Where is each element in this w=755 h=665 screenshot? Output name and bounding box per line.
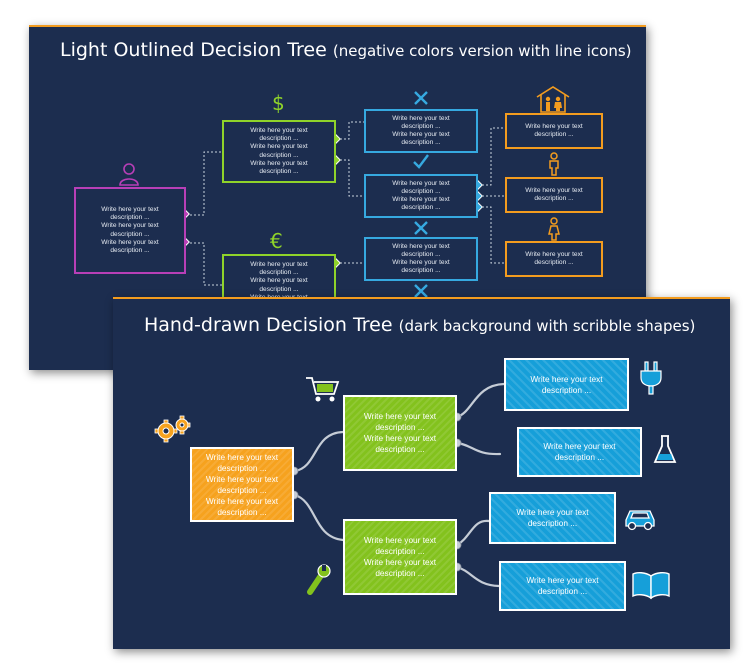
result-3-text: Write here your text description ... Wri… bbox=[392, 242, 450, 275]
result-box-1: Write here your text description ... Wri… bbox=[364, 109, 478, 153]
gears-icon bbox=[154, 415, 191, 443]
plug-icon bbox=[640, 361, 662, 395]
result-1-text: Write here your text description ... Wri… bbox=[392, 114, 450, 147]
title-sub: (dark background with scribble shapes) bbox=[398, 317, 696, 335]
leaf-box-1: Write here your text description ... bbox=[504, 358, 629, 411]
slide-title: Light Outlined Decision Tree (negative c… bbox=[60, 39, 632, 61]
cross-icon bbox=[414, 221, 428, 235]
connector-lines bbox=[289, 382, 506, 588]
result-box-3: Write here your text description ... Wri… bbox=[364, 237, 478, 281]
option-top-text: Write here your text description ... Wri… bbox=[363, 411, 437, 454]
leaf-4-text: Write here your text description ... bbox=[526, 575, 599, 596]
title-main: Hand-drawn Decision Tree bbox=[144, 314, 393, 336]
leaf-box-1: Write here your text description ... bbox=[505, 113, 603, 149]
family-house-icon bbox=[536, 86, 570, 113]
leaf-box-3: Write here your text description ... bbox=[489, 492, 616, 544]
slide-title: Hand-drawn Decision Tree (dark backgroun… bbox=[144, 314, 695, 336]
flask-icon bbox=[653, 435, 677, 463]
root-box: Write here your text description ... Wri… bbox=[74, 187, 186, 274]
leaf-3-text: Write here your text description ... bbox=[516, 507, 589, 528]
leaf-1-text: Write here your text description ... bbox=[525, 122, 583, 138]
option-top-text: Write here your text description ... Wri… bbox=[250, 126, 308, 175]
leaf-box-3: Write here your text description ... bbox=[505, 241, 603, 277]
result-box-2: Write here your text description ... Wri… bbox=[364, 174, 478, 218]
cross-icon bbox=[414, 284, 428, 298]
leaf-box-2: Write here your text description ... bbox=[517, 427, 642, 477]
dollar-icon: $ bbox=[272, 91, 285, 115]
euro-icon: € bbox=[270, 229, 283, 253]
leaf-3-text: Write here your text description ... bbox=[525, 250, 583, 266]
book-icon bbox=[632, 571, 670, 600]
option-box-top: Write here your text description ... Wri… bbox=[222, 120, 336, 183]
leaf-2-text: Write here your text description ... bbox=[543, 441, 616, 462]
man-icon bbox=[549, 152, 559, 176]
woman-icon bbox=[548, 217, 560, 241]
cross-icon bbox=[414, 91, 428, 105]
check-icon bbox=[413, 154, 429, 169]
wrench-icon bbox=[307, 564, 331, 595]
title-main: Light Outlined Decision Tree bbox=[60, 39, 327, 61]
option-box-top: Write here your text description ... Wri… bbox=[343, 395, 457, 471]
title-sub: (negative colors version with line icons… bbox=[332, 42, 632, 60]
slide-accent-line bbox=[29, 25, 646, 27]
root-text: Write here your text description ... Wri… bbox=[205, 451, 279, 517]
root-box: Write here your text description ... Wri… bbox=[190, 447, 294, 522]
slide-hand-drawn-decision-tree: Hand-drawn Decision Tree (dark backgroun… bbox=[113, 297, 730, 649]
option-bottom-text: Write here your text description ... Wri… bbox=[363, 535, 437, 578]
car-icon bbox=[625, 510, 655, 531]
leaf-1-text: Write here your text description ... bbox=[530, 373, 603, 395]
user-icon bbox=[119, 163, 139, 186]
shopping-cart-icon bbox=[306, 377, 340, 402]
leaf-box-4: Write here your text description ... bbox=[499, 561, 626, 611]
slide-accent-line bbox=[113, 297, 730, 299]
result-2-text: Write here your text description ... Wri… bbox=[392, 179, 450, 212]
option-box-bottom: Write here your text description ... Wri… bbox=[343, 519, 457, 595]
leaf-box-2: Write here your text description ... bbox=[505, 177, 603, 213]
leaf-2-text: Write here your text description ... bbox=[525, 186, 583, 202]
root-text: Write here your text description ... Wri… bbox=[101, 205, 159, 254]
